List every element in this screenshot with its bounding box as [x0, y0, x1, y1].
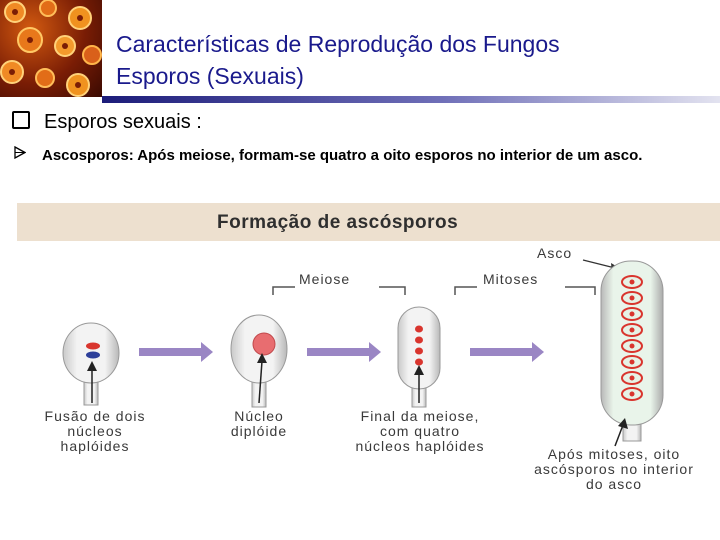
- main-bullet-item: Esporos sexuais :: [12, 111, 202, 134]
- step-arrow-1: [139, 342, 213, 362]
- pointer-arrow-4: [614, 418, 628, 447]
- caption-end-meiose: Final da meiose, com quatro núcleos hapl…: [355, 408, 485, 454]
- arrowhead-bullet-icon: [14, 145, 27, 163]
- caption-diploid-nucleus: Núcleo diplóide: [230, 408, 288, 439]
- title-underline-bar: [102, 96, 720, 103]
- step-arrow-3: [470, 342, 544, 362]
- diploid-nucleus: [252, 332, 276, 356]
- label-asco: Asco: [537, 245, 573, 261]
- main-bullet-text: Esporos sexuais :: [44, 111, 202, 133]
- slide-title-line-2: Esporos (Sexuais): [116, 63, 304, 89]
- meiose-bracket: [272, 286, 406, 295]
- pointer-arrow-2: [257, 353, 267, 404]
- figure-title-band: [17, 203, 720, 241]
- slide-title-line-1: Características de Reprodução dos Fungos: [116, 31, 560, 57]
- pointer-arrow-3: [414, 365, 424, 403]
- haploid-nucleus-blue: [86, 351, 100, 359]
- sub-bullet-text: Ascosporos: Após meiose, formam-se quatr…: [42, 147, 643, 164]
- haploid-nucleus-red: [86, 342, 100, 350]
- header-logo-image: [0, 0, 102, 97]
- step-arrow-2: [307, 342, 381, 362]
- caption-fusion: Fusão de dois núcleos haplóides: [44, 408, 146, 454]
- mitoses-bracket: [454, 286, 596, 295]
- figure-drawing: [62, 259, 664, 447]
- label-mitoses: Mitoses: [483, 271, 539, 287]
- pointer-arrow-1: [87, 361, 97, 403]
- hollow-square-bullet-icon: [12, 111, 30, 129]
- cell-fusion-of-nuclei: [62, 322, 120, 406]
- slide-title: Características de Reprodução dos Fungos…: [116, 28, 560, 92]
- ascus-with-eight-ascospores: [600, 260, 664, 442]
- logo-spores-pattern: [0, 0, 102, 97]
- label-meiose: Meiose: [299, 271, 351, 287]
- cell-diploid-nucleus: [230, 314, 288, 408]
- figure-title: Formação de ascósporos: [217, 212, 459, 233]
- caption-after-mitoses: Após mitoses, oito ascósporos no interio…: [534, 446, 694, 492]
- ascospore-formation-figure: Formação de ascósporos: [17, 203, 720, 510]
